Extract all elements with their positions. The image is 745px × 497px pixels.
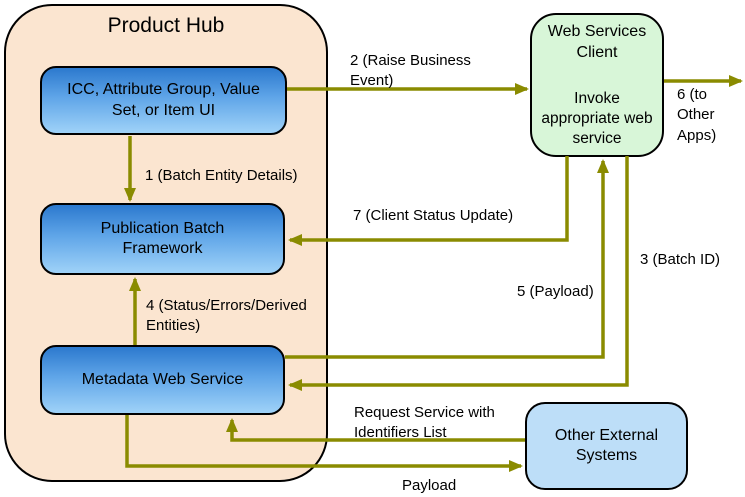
edge-label-payload: Payload [402,477,457,494]
node-metadata-web-service: Metadata Web Service [40,345,285,415]
edge-3-batch-id-arrow [288,156,629,391]
edge-7-client-status-update-arrow [288,156,569,246]
node-mws-label: Metadata Web Service [81,370,244,388]
node-publication-batch-framework: Publication Batch Framework [40,203,285,275]
node-wsc-body: Invoke appropriate web service [541,89,653,147]
edge-label-4-status-errors-derived: 4 (Status/Errors/Derived Entities) [146,297,307,335]
edge-label-7-client-status-update: 7 (Client Status Update) [353,207,514,224]
edge-label-request-service-identifiers: Request Service with Identifiers List [354,404,495,442]
node-icc-label: ICC, Attribute Group, Value Set, or Item… [67,81,260,119]
edge-5-payload-arrow [285,159,609,359]
edge-label-5-payload: 5 (Payload) [517,283,594,300]
edge-label-1-batch-entity-details: 1 (Batch Entity Details) [145,167,298,184]
node-icc-attribute-group-value-set-item-ui: ICC, Attribute Group, Value Set, or Item… [40,66,287,135]
node-wsc-title: Web Services Client [547,23,647,61]
node-pbf-label: Publication Batch Framework [100,219,225,257]
edge-label-6-to-other-apps: 6 (to Other Apps) [677,86,717,144]
node-oes-label: Other External Systems [554,426,659,464]
node-web-services-client: Web Services Client Invoke appropriate w… [530,13,664,157]
edge-label-3-batch-id: 3 (Batch ID) [640,251,721,268]
edge-label-2-raise-business-event: 2 (Raise Business Event) [350,52,471,90]
product-hub-title: Product Hub [107,14,225,37]
node-other-external-systems: Other External Systems [525,402,688,490]
